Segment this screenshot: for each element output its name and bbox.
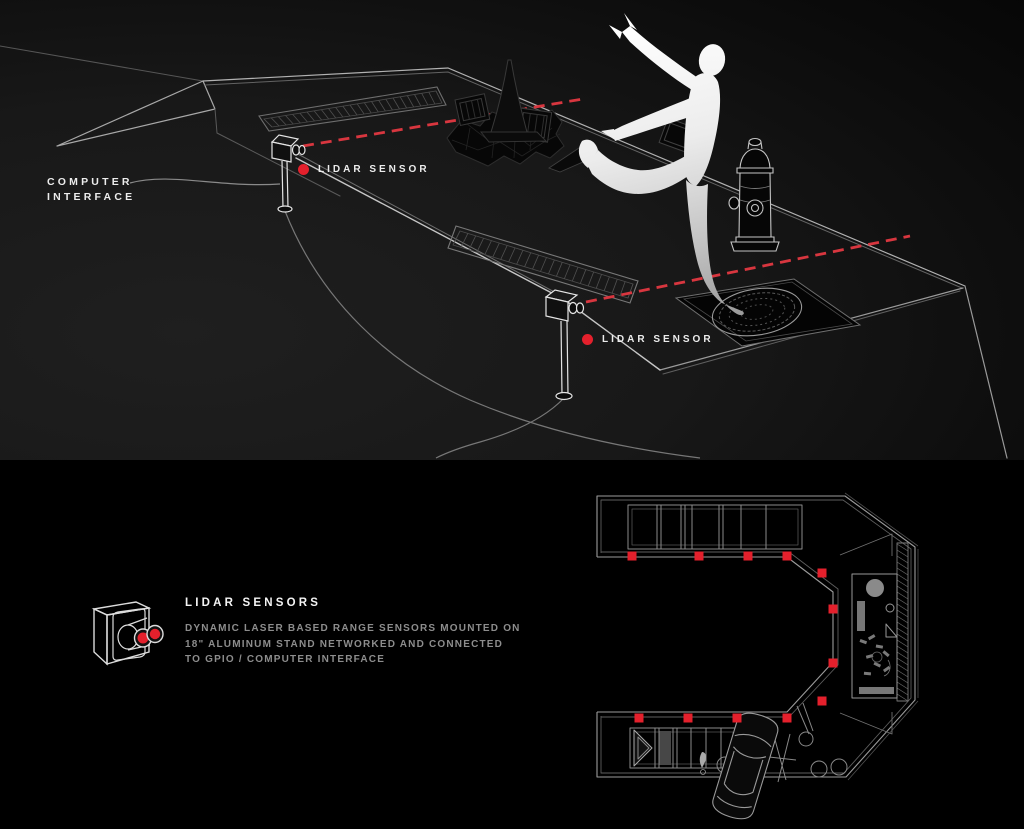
legend-description-line1: DYNAMIC LASER BASED RANGE SENSORS MOUNTE… [185, 623, 521, 634]
plan-sensor-marker [634, 713, 644, 723]
red-dot-icon [298, 164, 309, 175]
fire-hydrant [728, 137, 780, 252]
plan-top-deck [627, 504, 803, 550]
plan-outline-inner [597, 556, 834, 713]
plan-sensor-marker [828, 658, 838, 668]
manhole-cover [674, 278, 862, 347]
plan-sensor-marker [627, 551, 637, 561]
plan-hurdle [768, 733, 797, 783]
person-silhouette [578, 13, 744, 316]
plan-sensor-marker [694, 551, 704, 561]
sidewalk-grating [258, 86, 447, 132]
floor-plan [596, 492, 919, 820]
plan-car [712, 712, 779, 820]
legend-description: DYNAMIC LASER BASED RANGE SENSORS MOUNTE… [185, 621, 521, 668]
lidar-beams [302, 97, 911, 304]
plan-sensor-marker [732, 713, 742, 723]
computer-interface-line [129, 178, 281, 186]
legend-description-line3: TO GPIO / COMPUTER INTERFACE [185, 654, 386, 665]
plan-sensor-markers [627, 551, 838, 723]
lidar-sensor-2 [544, 289, 585, 401]
plan-sensor-marker [817, 568, 827, 578]
plan-sensor-marker [817, 696, 827, 706]
lidar-sensor-1-text: LIDAR SENSOR [318, 164, 430, 175]
sensor-cables [129, 178, 701, 459]
lidar-sensor-1-label: LIDAR SENSOR [298, 164, 430, 175]
plan-sensor-marker [683, 713, 693, 723]
crate [454, 93, 491, 127]
plan-outline-outer [596, 495, 916, 778]
computer-interface-line1: COMPUTER [47, 176, 133, 188]
lidar-sensor-2-text: LIDAR SENSOR [602, 334, 714, 345]
plan-handtruck [796, 702, 814, 735]
lidar-sensor-2-label: LIDAR SENSOR [582, 334, 714, 345]
plan-corner-wedge-top [839, 533, 893, 556]
computer-interface-line2: INTERFACE [47, 191, 136, 203]
legend-description-line2: 18" ALUMINUM STAND NETWORKED AND CONNECT… [185, 638, 504, 650]
plan-room [851, 573, 898, 699]
lidar-beam-2 [585, 234, 911, 304]
lidar-sensor-1 [270, 134, 306, 213]
legend-title: LIDAR SENSORS [185, 597, 322, 609]
traffic-cone [479, 59, 548, 143]
lidar-sensor-icon [91, 601, 164, 666]
plan-sensor-marker [743, 551, 753, 561]
lens-red-dots [133, 624, 164, 648]
plan-hatched-wall [896, 542, 909, 702]
plan-bottom-deck [629, 727, 738, 769]
plan-corner-wedge-bottom [839, 712, 893, 735]
plan-sensor-marker [782, 713, 792, 723]
plan-sensor-marker [782, 551, 792, 561]
plan-sensor-marker [828, 604, 838, 614]
street-grating [447, 225, 639, 304]
plan-room-debris [859, 634, 891, 676]
lidar-beam-1 [302, 97, 584, 148]
plan-clutter [699, 702, 848, 783]
red-dot-icon [582, 334, 593, 345]
street-diorama [0, 13, 1008, 459]
computer-interface-label: COMPUTER INTERFACE [47, 175, 135, 205]
plan-bollard [699, 752, 706, 768]
